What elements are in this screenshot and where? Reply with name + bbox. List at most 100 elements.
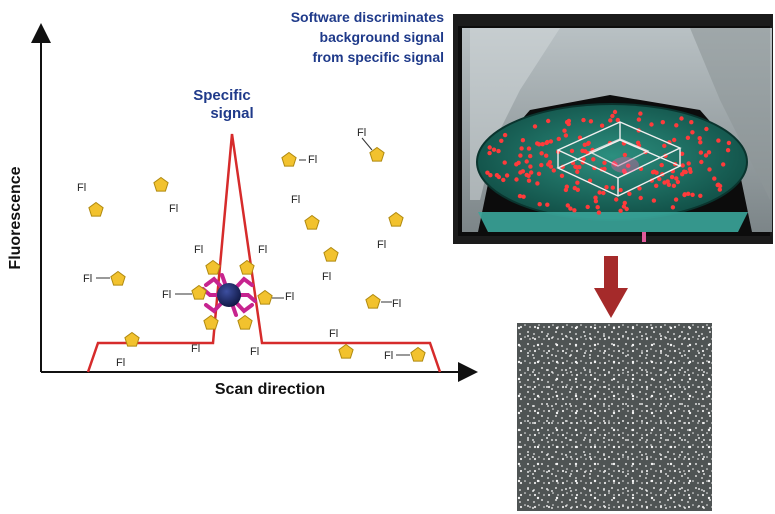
fl-label: Fl [291,194,300,206]
red-bead-dot [488,173,493,178]
red-bead-dot [544,153,549,158]
red-bead-dot [588,119,594,124]
signal-trace [86,133,442,373]
fluorophore-pentagon-icon [237,314,253,330]
red-bead-dot [726,140,732,146]
red-bead-dot [565,203,570,208]
fl-label: Fl [162,289,171,301]
red-bead-dot [637,186,642,191]
red-bead-dot [581,156,586,162]
bead-dots [485,109,732,215]
red-bead-dot [657,176,662,182]
red-bead-dot [581,117,586,123]
red-bead-dot [496,148,501,154]
red-bead-dot [528,153,533,159]
fluorophore-pentagon-icon [388,211,404,227]
red-bead-dot [540,142,545,147]
red-bead-dot [687,166,693,172]
red-bead-dot [544,140,549,146]
fl-label: Fl [392,298,401,310]
red-bead-dot [638,111,643,116]
red-bead-dot [526,173,531,178]
red-bead-dot [675,179,681,185]
down-arrow-icon [594,256,628,318]
red-bead-dot [660,120,665,125]
fl-label: Fl [83,273,92,285]
red-bead-dot [586,140,591,146]
red-bead-dot [665,179,670,184]
red-bead-dot [599,123,605,128]
fl-label: Fl [308,154,317,166]
red-bead-dot [717,187,722,192]
red-bead-dot [690,192,695,197]
red-bead-dot [662,143,667,148]
fl-label: Fl [258,244,267,256]
red-bead-dot [504,173,510,178]
well-render-image [453,14,773,244]
scan-volume-box [556,121,682,197]
red-bead-dot [520,138,526,143]
red-bead-dot [626,163,631,168]
red-bead-dot [618,187,623,193]
red-bead-dot [582,142,587,147]
red-bead-dot [704,126,709,132]
red-bead-dot [610,185,615,190]
red-bead-dot [698,150,704,155]
red-bead-dot [716,138,721,143]
red-bead-dot [602,160,607,165]
red-bead-dot [649,122,654,127]
software-label-line3: from specific signal [313,49,444,65]
red-bead-dot [654,183,659,188]
red-bead-dot [636,117,642,122]
red-bead-dot [521,194,526,199]
red-bead-dot [679,151,685,156]
red-bead-dot [496,174,502,180]
red-bead-dot [487,150,492,156]
red-bead-dot [499,138,504,143]
specific-signal-label-line1: Specific [193,87,251,104]
red-bead-dot [569,148,575,154]
red-bead-dot [517,193,523,199]
bead-field-image [517,323,712,511]
x-axis-title: Scan direction [215,381,325,398]
red-bead-dot [716,182,721,187]
red-bead-dot [516,160,521,165]
red-bead-dot [686,161,691,166]
red-bead-dot [698,193,703,198]
red-bead-dot [614,197,619,202]
red-bead-dot [501,177,506,183]
fluorophore-pentagon-icon [338,343,354,359]
fluorophore-pentagon-icon [203,314,219,330]
red-bead-dot [537,202,542,207]
red-bead-dot [518,153,523,158]
red-bead-dot [690,130,695,135]
red-bead-dot [546,118,551,124]
red-bead-dot [535,141,540,146]
red-bead-dot [572,185,577,191]
red-bead-dot [502,132,508,138]
red-bead-dot [545,202,550,207]
red-bead-dot [502,160,507,165]
red-bead-dot [685,135,691,140]
red-bead-dot [556,136,561,142]
fluorophore-pentagon-icon [110,270,126,286]
red-bead-dot [572,208,577,213]
red-bead-dot [520,169,526,174]
red-bead-dot [526,146,532,151]
red-bead-dot [621,204,627,209]
red-bead-dot [698,140,703,145]
red-bead-dot [514,177,519,182]
red-bead-dot [680,163,685,168]
y-axis-title: Fluorescence [7,166,24,269]
fluorophore-pentagon-icon [191,284,207,300]
red-bead-dot [615,117,620,123]
fl-label: Fl [169,203,178,215]
red-bead-dot [487,145,492,150]
red-bead-dot [635,140,641,145]
red-bead-dot [563,133,569,138]
red-bead-dot [529,170,534,175]
bead-icon [217,283,241,307]
red-bead-dot [706,150,712,155]
red-bead-dot [559,173,565,178]
